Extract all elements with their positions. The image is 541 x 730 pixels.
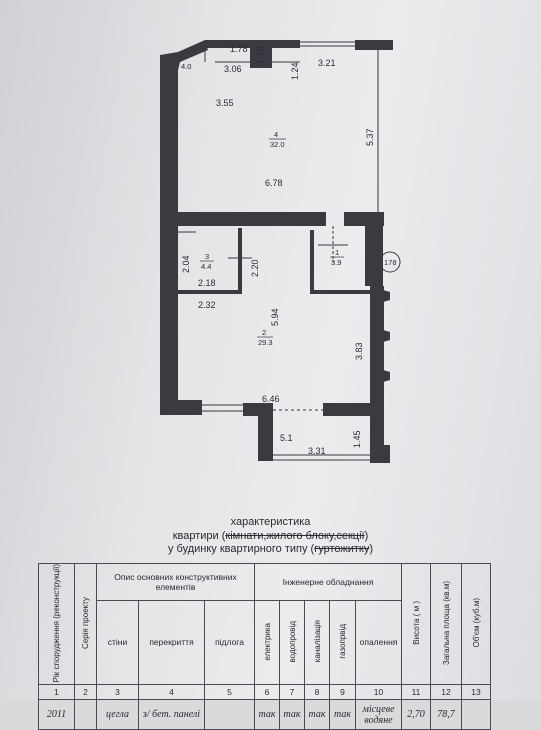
dim-label: 3.21 (318, 58, 336, 68)
header-elec: електрика (254, 599, 280, 686)
cell-sewer: так (304, 699, 330, 730)
doc-heading-1: характеристика (230, 516, 311, 528)
header-floor: підлога (204, 599, 255, 686)
dim-label: 2.18 (198, 278, 216, 288)
characteristics-table: Рік спорудження (реконструкції) Серія пр… (38, 562, 491, 730)
dim-label: 2.20 (250, 259, 260, 277)
header-sewer: каналізація (304, 599, 330, 686)
header-volume: Об'єм (куб.м) (461, 562, 491, 686)
doc-heading-2: квартири (кімнати,жилого блоку,секції) (0, 530, 541, 543)
cell-height: 2,70 (401, 699, 431, 730)
dim-label: 1.10 (255, 46, 265, 64)
header-water: водопровід (279, 599, 305, 686)
header-area: Загальна площа (кв.м) (430, 562, 462, 686)
column-numbers-row: 1 2 3 4 5 6 7 8 9 10 11 12 13 (38, 684, 491, 701)
doc-heading-3: у будинку квартирного типу (гуртожитку) (0, 543, 541, 556)
heading-text: ) (369, 543, 374, 555)
dim-label: 5.1 (280, 433, 293, 443)
dim-label: 3.06 (224, 64, 242, 74)
plan-stamp (379, 251, 401, 273)
dim-label: 1.24 (290, 62, 300, 80)
dim-label: 6.46 (262, 394, 280, 404)
header-heat: опалення (355, 599, 402, 686)
cell-elec: так (254, 699, 280, 730)
col-num: 13 (461, 684, 491, 701)
dim-label: 5.94 (270, 308, 280, 326)
header-eng: Інженерне обладнання (254, 563, 402, 601)
dim-label: 6.78 (265, 178, 283, 188)
header-height: Висота ( м ) (401, 562, 431, 686)
col-num: 3 (96, 684, 139, 701)
plan-stamp-text: 178 (384, 258, 397, 267)
heading-text: ) (364, 530, 369, 542)
col-num: 9 (329, 684, 356, 701)
header-series: Серія проекту (74, 562, 97, 686)
header-walls: стіни (96, 599, 139, 686)
dim-label: 2.32 (198, 300, 216, 310)
heading-struck-text: кімнати,жилого блоку,секції (225, 530, 365, 542)
col-num: 4 (138, 684, 205, 701)
room-number: 1 (335, 248, 339, 257)
heading-text: у будинку квартирного типу ( (167, 543, 315, 555)
col-num: 6 (254, 684, 280, 701)
plan-walls (160, 40, 393, 463)
table-row: 2011 цегла з/ бет. панелі так так так та… (38, 699, 491, 730)
room-number: 4 (274, 130, 278, 139)
cell-ceiling: з/ бет. панелі (138, 699, 205, 730)
floor-plan: 178 1.78 4.0 3.06 1.10 1.24 3.21 3.55 5.… (160, 40, 401, 463)
header-gas: газопрвід (329, 599, 356, 686)
room-area: 32.0 (270, 140, 285, 149)
cell-year: 2011 (38, 699, 75, 730)
header-ceiling: перекриття (138, 599, 205, 686)
cell-gas: так (329, 699, 356, 730)
col-num: 5 (204, 684, 255, 701)
plan-lines (178, 40, 379, 461)
cell-series (74, 699, 97, 730)
dim-label: 2.04 (181, 255, 191, 273)
heading-text: квартири ( (172, 530, 226, 542)
col-num: 7 (279, 684, 305, 701)
heading-struck-text: гуртожитку (314, 543, 370, 555)
room-area: 29.3 (258, 338, 273, 347)
dim-label: 4.0 (181, 62, 191, 71)
room-area: 3.9 (331, 258, 341, 267)
cell-walls: цегла (96, 699, 139, 730)
header-desc: Опис основних конструктивних елементів (96, 563, 255, 601)
col-num: 11 (401, 684, 431, 701)
dim-label: 1.78 (230, 44, 248, 54)
dim-label: 5.37 (365, 128, 375, 146)
cell-water: так (279, 699, 305, 730)
room-number: 2 (262, 328, 266, 337)
cell-floor (204, 699, 255, 730)
cell-volume (461, 699, 491, 730)
col-num: 2 (74, 684, 97, 701)
cell-heat: місцеве водяне (355, 699, 402, 730)
dim-label: 3.31 (308, 446, 326, 456)
col-num: 12 (430, 684, 462, 701)
dim-label: 3.55 (216, 98, 234, 108)
col-num: 8 (304, 684, 330, 701)
cell-area: 78,7 (430, 699, 462, 730)
dim-label: 1.45 (352, 430, 362, 448)
col-num: 1 (38, 684, 75, 701)
room-number: 3 (205, 252, 209, 261)
dim-label: 3.83 (354, 342, 364, 360)
room-area: 4.4 (201, 262, 211, 271)
col-num: 10 (355, 684, 402, 701)
header-year: Рік спорудження (реконструкції) (38, 562, 75, 686)
